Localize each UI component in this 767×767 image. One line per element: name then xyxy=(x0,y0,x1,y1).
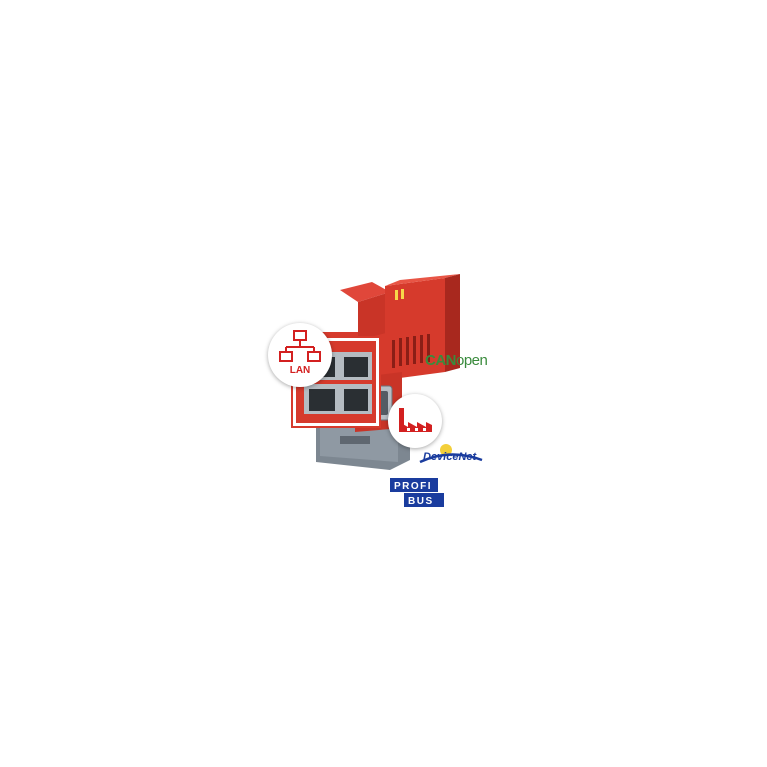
lan-label: LAN xyxy=(289,365,311,376)
devicenet-logo: DeviceNet xyxy=(423,451,477,463)
profibus-logo: PROFI BUS xyxy=(390,478,456,513)
profibus-logo-top: PROFI xyxy=(394,481,432,492)
canopen-logo: CANopen xyxy=(425,352,488,369)
canopen-logo-can: CAN xyxy=(425,352,457,369)
network-icon xyxy=(279,330,321,362)
factory-badge xyxy=(388,394,442,448)
profibus-logo-bottom: BUS xyxy=(408,496,434,507)
factory-icon xyxy=(399,408,432,432)
devicenet-swoosh xyxy=(419,444,483,464)
canopen-logo-open: open xyxy=(456,352,488,369)
lan-badge: LAN xyxy=(268,323,332,387)
